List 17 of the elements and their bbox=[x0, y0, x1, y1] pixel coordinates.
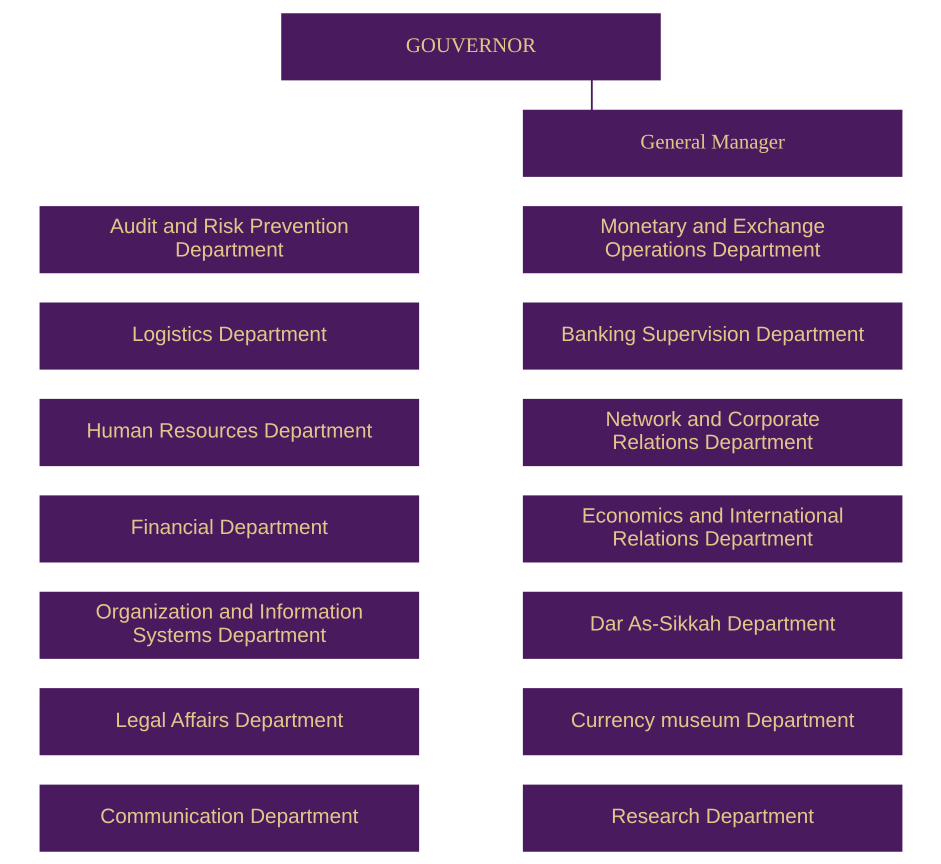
node-box: Economics and International Relations Department bbox=[522, 494, 902, 562]
node-box: Research Department bbox=[522, 784, 902, 852]
node-box: Network and Corporate Relations Department bbox=[522, 398, 902, 466]
node-box: Dar As-Sikkah Department bbox=[522, 591, 902, 658]
node-box: Monetary and Exchange Operations Department bbox=[522, 206, 902, 273]
node-box: Currency museum Department bbox=[522, 688, 902, 755]
node-box: Legal Affairs Department bbox=[39, 688, 419, 755]
node-box: Organization and Information Systems Department bbox=[39, 591, 419, 658]
node-box: Communication Department bbox=[39, 784, 419, 852]
node-box: Logistics Department bbox=[39, 302, 419, 370]
node-box: General Manager bbox=[522, 109, 902, 176]
node-box: Audit and Risk Prevention Department bbox=[39, 206, 419, 273]
node-box: GOUVERNOR bbox=[280, 12, 660, 80]
node-box: Human Resources Department bbox=[39, 398, 419, 466]
node-box: Financial Department bbox=[39, 494, 419, 562]
connector bbox=[590, 80, 592, 110]
node-box: Banking Supervision Department bbox=[522, 302, 902, 370]
